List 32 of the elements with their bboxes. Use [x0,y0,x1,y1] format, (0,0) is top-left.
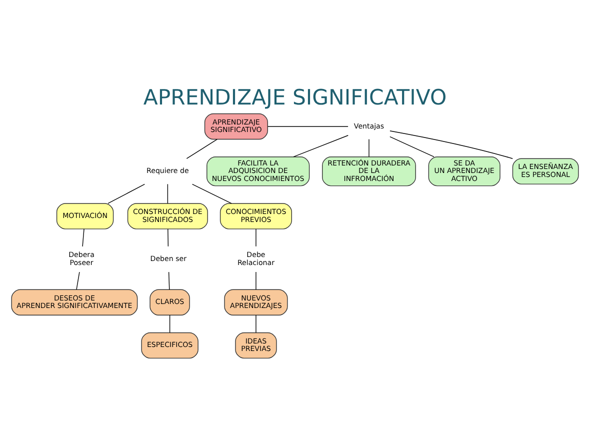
connector [293,134,348,157]
node-box: NUEVOS APRENDIZAJES [224,288,288,315]
node-box: APRENDIZAJE SIGNIFICATIVO [204,112,268,140]
node-text: Deben ser [150,254,186,263]
connector [368,138,370,157]
connector [390,130,513,158]
node-box: SE DA UN APRENDIZAJE ACTIVO [428,156,500,186]
node-text: Ventajas [354,120,384,130]
node-box: CONSTRUCCIÓN DE SIGNIFICADOS [127,202,208,229]
connector [186,138,218,158]
connector [168,271,170,290]
connector [82,228,84,246]
diagram-title: APRENDIZAJE SIGNIFICATIVO [143,84,447,110]
connector [169,314,170,332]
node-box: RETENCIÓN DURADERA DE LA INFROMACIÓN [322,156,416,186]
connector [76,271,80,290]
node-box: CONOCIMIENTOS PREVIOS [220,202,292,229]
node-box: IDEAS PREVIAS [235,332,277,358]
node-box: ESPECIFICOS [141,332,198,358]
connector [167,183,168,204]
connector [192,183,232,204]
connector [168,228,169,246]
node-text: Requiere de [146,166,189,175]
node-text: Debera Poseer [68,250,94,266]
node-box: LA ENSEÑANZA ES PERSONAL [512,158,579,184]
node-text: Debe Relacionar [237,250,274,266]
node-box: MOTIVACIÓN [56,202,114,229]
connector [390,136,434,157]
node-box: CLAROS [150,288,190,315]
node-box: DESEOS DE APRENDER SIGNIFICATIVAMENTE [11,288,138,315]
node-box: FACILITA LA ADQUISICION DE NUEVOS CONOCIMIENTOS [206,156,310,186]
connector [108,183,146,204]
